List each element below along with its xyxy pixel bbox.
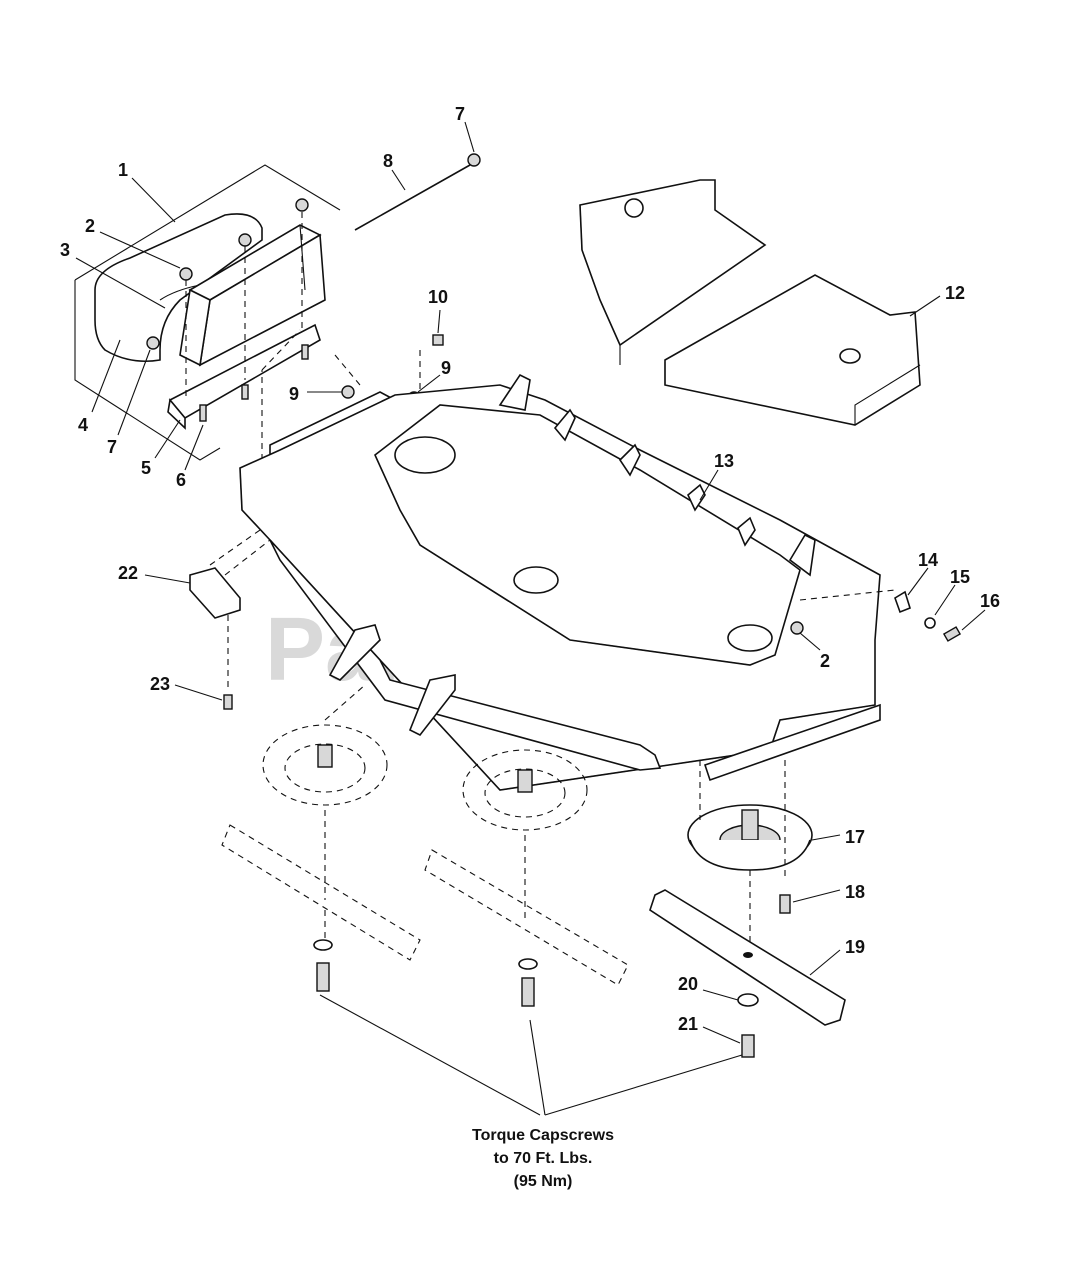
label-part-9-right: 9 bbox=[441, 358, 451, 378]
label-part-18: 18 bbox=[845, 882, 865, 902]
fasteners-14-15-16 bbox=[799, 589, 962, 642]
washer-bolt-20-21 bbox=[737, 993, 759, 1058]
label-part-1: 1 bbox=[118, 160, 128, 180]
torque-note-line-1: Torque Capscrews bbox=[472, 1127, 614, 1144]
label-part-14: 14 bbox=[918, 550, 938, 570]
label-part-22: 22 bbox=[118, 563, 138, 583]
label-part-7-left: 7 bbox=[107, 437, 117, 457]
label-part-16: 16 bbox=[980, 591, 1000, 611]
torque-leader-lines bbox=[319, 994, 743, 1116]
leader-lines bbox=[75, 121, 986, 1044]
discharge-cover-assembly bbox=[74, 164, 341, 461]
label-part-15: 15 bbox=[950, 567, 970, 587]
label-part-9-left: 9 bbox=[289, 384, 299, 404]
label-part-7-top: 7 bbox=[455, 104, 465, 124]
torque-note-line-3: (95 Nm) bbox=[514, 1173, 573, 1190]
deck-shields-part-12 bbox=[579, 179, 921, 426]
label-part-10: 10 bbox=[428, 287, 448, 307]
torque-note-line-2: to 70 Ft. Lbs. bbox=[494, 1150, 593, 1167]
spindle-part-17 bbox=[687, 760, 813, 960]
spindle-left-dashed bbox=[221, 684, 421, 992]
bracket-part-22 bbox=[189, 529, 271, 710]
label-part-5: 5 bbox=[141, 458, 151, 478]
label-part-19: 19 bbox=[845, 937, 865, 957]
torque-note: Torque Capscrews to 70 Ft. Lbs. (95 Nm) bbox=[472, 1127, 614, 1190]
spindle-middle-dashed bbox=[424, 749, 629, 1007]
label-part-4: 4 bbox=[78, 415, 88, 435]
label-part-6: 6 bbox=[176, 470, 186, 490]
label-part-3: 3 bbox=[60, 240, 70, 260]
deck-part-13 bbox=[239, 373, 881, 791]
bolt-part-10 bbox=[419, 334, 444, 395]
label-part-8: 8 bbox=[383, 151, 393, 171]
label-part-21: 21 bbox=[678, 1014, 698, 1034]
blade-part-19 bbox=[649, 889, 846, 1026]
label-part-17: 17 bbox=[845, 827, 865, 847]
label-part-2-right: 2 bbox=[820, 651, 830, 671]
label-part-2-top: 2 bbox=[85, 216, 95, 236]
label-part-13: 13 bbox=[714, 451, 734, 471]
rod-part-8 bbox=[354, 153, 481, 231]
part-labels: 1 2 3 4 7 5 6 8 7 10 9 9 12 13 14 15 16 … bbox=[60, 104, 1000, 1034]
label-part-23: 23 bbox=[150, 674, 170, 694]
label-part-12: 12 bbox=[945, 283, 965, 303]
label-part-20: 20 bbox=[678, 974, 698, 994]
